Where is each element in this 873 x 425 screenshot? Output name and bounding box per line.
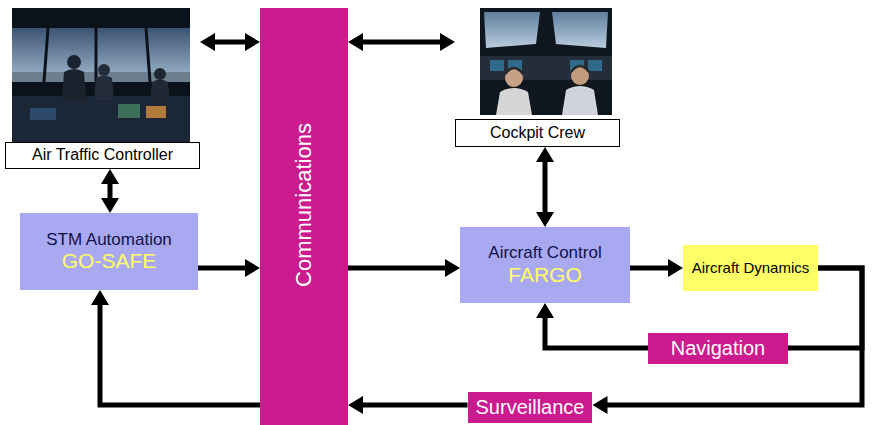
person-body bbox=[94, 76, 114, 101]
person-head bbox=[154, 68, 166, 80]
system-box: Aircraft ControlFARGO bbox=[460, 227, 630, 303]
node-label: Aircraft Control bbox=[488, 243, 601, 263]
pilot-body bbox=[496, 88, 532, 115]
flow-connector bbox=[348, 33, 455, 51]
flow-connector bbox=[91, 290, 260, 405]
windshield bbox=[484, 12, 540, 48]
flow-connector bbox=[536, 303, 648, 348]
connector-line bbox=[362, 403, 468, 408]
arrowhead bbox=[245, 33, 260, 51]
arrowhead bbox=[101, 198, 119, 213]
arrowhead bbox=[91, 290, 109, 305]
channel-band: Communications bbox=[260, 8, 348, 425]
person-body bbox=[150, 80, 170, 105]
windshield bbox=[552, 12, 608, 48]
node-label: Aircraft Dynamics bbox=[692, 259, 810, 276]
arrowhead bbox=[101, 169, 119, 184]
connector-line bbox=[348, 266, 446, 271]
cockpit-photo bbox=[480, 8, 612, 115]
instrument-display bbox=[490, 60, 504, 71]
arrowhead bbox=[536, 303, 554, 318]
actor-label: Air Traffic Controller bbox=[5, 8, 200, 169]
node-subtitle: GO-SAFE bbox=[62, 249, 157, 273]
node-label: STM Automation bbox=[46, 230, 172, 250]
arrowhead bbox=[245, 259, 260, 277]
connector-line bbox=[100, 304, 260, 405]
arrowhead bbox=[348, 33, 363, 51]
node-label: Air Traffic Controller bbox=[32, 146, 173, 164]
window-mullion bbox=[146, 28, 150, 82]
person-head bbox=[98, 64, 110, 76]
arrowhead bbox=[536, 147, 554, 162]
actor-label: Cockpit Crew bbox=[455, 8, 620, 147]
window-mullion bbox=[95, 28, 98, 82]
label-frame: Cockpit Crew bbox=[455, 119, 620, 147]
arrowhead bbox=[200, 33, 215, 51]
node-subtitle: FARGO bbox=[508, 263, 582, 287]
connector-line bbox=[198, 266, 246, 271]
sensor-box: Navigation bbox=[648, 333, 788, 364]
label-frame: Air Traffic Controller bbox=[5, 142, 200, 169]
arrowhead bbox=[536, 212, 554, 227]
flow-connector bbox=[101, 169, 119, 213]
flow-connector bbox=[200, 33, 260, 51]
flow-connector bbox=[536, 147, 554, 227]
photo-ground bbox=[480, 8, 612, 115]
process-box: Aircraft Dynamics bbox=[683, 245, 818, 291]
control-tower-photo bbox=[12, 8, 190, 142]
photo-ground bbox=[12, 8, 190, 142]
connector-line bbox=[362, 40, 441, 45]
arrowhead bbox=[445, 259, 460, 277]
instrument-panel bbox=[480, 56, 612, 80]
flow-connector bbox=[348, 259, 460, 277]
person-body bbox=[62, 69, 86, 100]
node-label: Surveillance bbox=[476, 396, 585, 419]
arrowhead bbox=[440, 33, 455, 51]
arrowhead bbox=[348, 396, 363, 414]
pilot-body bbox=[562, 86, 598, 115]
connector-line bbox=[543, 161, 548, 213]
node-label: Communications bbox=[291, 123, 316, 287]
system-box: STM AutomationGO-SAFE bbox=[20, 213, 198, 290]
instrument-display bbox=[588, 60, 602, 71]
console-screen bbox=[118, 104, 140, 118]
node-label: Navigation bbox=[671, 337, 766, 360]
connector-line bbox=[214, 40, 246, 45]
console-screen bbox=[146, 106, 166, 118]
arrowhead bbox=[668, 259, 683, 277]
connector-line bbox=[630, 266, 669, 271]
window-mullion bbox=[44, 28, 48, 82]
sensor-box: Surveillance bbox=[468, 392, 593, 423]
flow-connector bbox=[630, 259, 683, 277]
arrowhead bbox=[592, 396, 607, 414]
pilot-head bbox=[505, 69, 523, 87]
headset bbox=[571, 66, 589, 72]
person-head bbox=[67, 55, 81, 69]
flow-connector bbox=[198, 259, 260, 277]
node-label: Cockpit Crew bbox=[490, 124, 585, 142]
headset bbox=[505, 68, 523, 74]
flow-connector bbox=[348, 396, 468, 414]
connector-line bbox=[545, 317, 648, 348]
console-screen bbox=[30, 108, 56, 120]
connector-line bbox=[108, 183, 113, 199]
pilot-head bbox=[571, 67, 589, 85]
